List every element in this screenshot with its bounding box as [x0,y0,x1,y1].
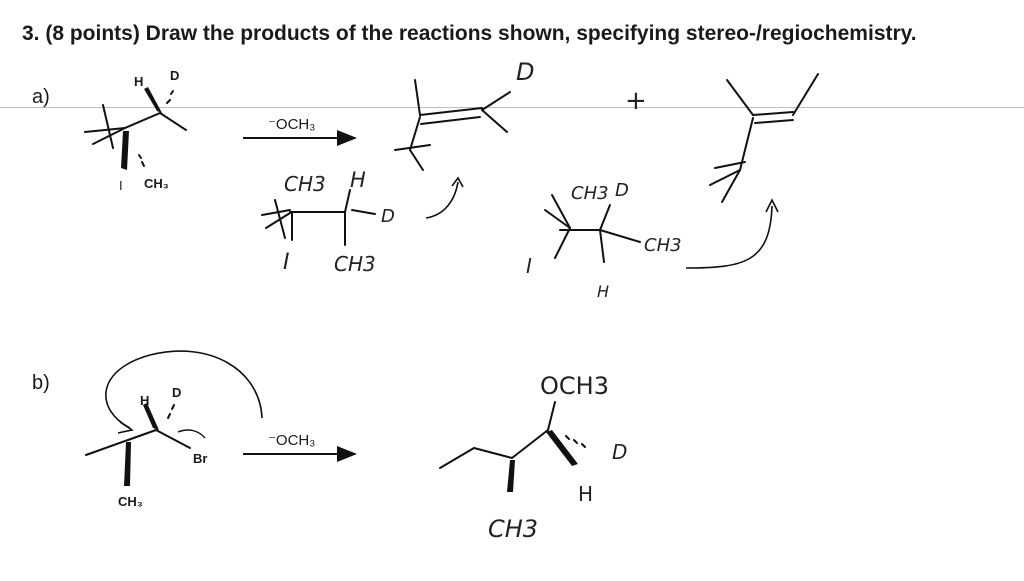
hw-a-h-left: H [350,168,366,192]
reactant-b-h-label: H [140,393,150,408]
hw-b-och3: OCH3 [540,372,609,400]
curved-arrow-a-right-head [765,198,779,213]
hw-a-plus: + [625,86,647,116]
reactant-a-structure [84,87,187,170]
hw-a-ch3-bottom-left: CH3 [334,252,376,276]
hw-b-d: D [612,440,628,464]
part-b-label: b) [32,372,50,394]
reactant-a-d-label: D [170,68,180,83]
part-a-label: a) [32,86,50,108]
curved-arrow-b-br [177,429,206,439]
reactant-a-ch3-label: CH₃ [144,176,169,191]
reagent-a-label: ⁻OCH₃ [268,116,316,133]
conformer-a-right-sketch [544,194,641,263]
curved-arrow-a-left [425,181,459,219]
product-b-structure [439,401,586,492]
reactant-a-h-label: H [134,74,144,89]
hw-a-ch3-right2: CH3 [644,235,682,256]
product-a1-structure [394,79,511,171]
hw-a-d-top: D [516,58,535,86]
hw-a-d-left: D [381,206,395,227]
question-title: 3. (8 points) Draw the products of the r… [22,22,917,45]
hw-a-h-right: H [597,282,610,301]
reactant-b-structure [85,403,191,486]
hw-a-ch3-left: CH3 [284,172,326,196]
hw-a-ch3-right: CH3 [571,183,609,204]
conformer-a-left-sketch [261,189,376,246]
reactant-b-d-label: D [172,385,182,400]
curved-arrow-b-electron [105,350,263,429]
reactant-b-ch3-label: CH₃ [118,494,143,509]
reactant-b-br-label: Br [193,451,208,466]
product-a2-structure [709,73,819,203]
hw-a-i-right: I [526,254,532,278]
reactant-a-i-label: I [119,178,123,193]
reagent-b-label: ⁻OCH₃ [268,432,316,449]
curved-arrow-a-right [685,205,773,269]
hw-a-i-left: I [283,250,290,275]
hw-a-d-right: D [615,180,629,201]
hw-b-ch3: CH3 [488,515,539,543]
hw-b-h: H [578,482,594,506]
curved-arrow-b-electron-head [117,421,135,434]
curved-arrow-a-left-head [451,176,464,188]
page-divider-line [0,107,1024,108]
